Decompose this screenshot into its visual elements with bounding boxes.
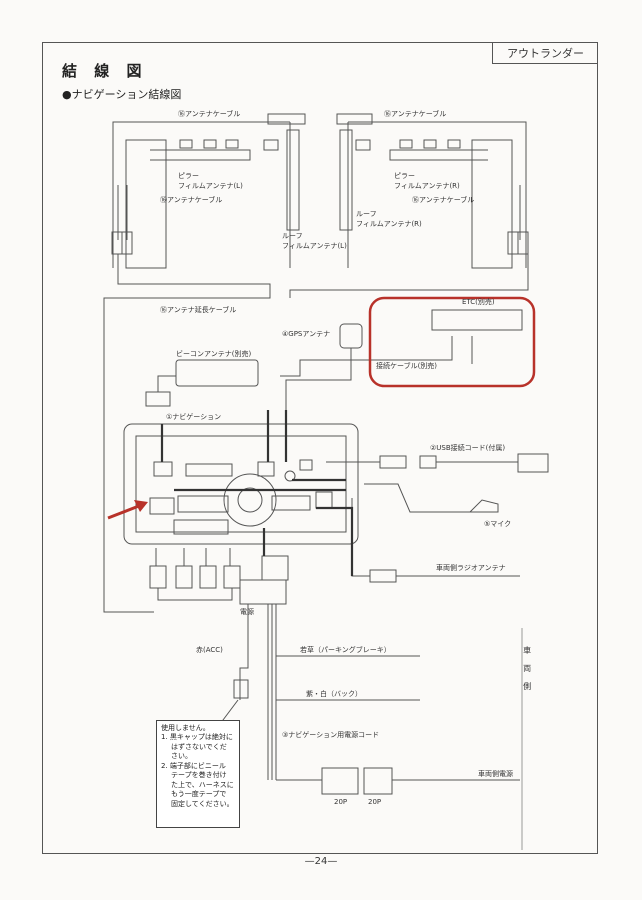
label-pillar-left-2: フィルムアンテナ(L) — [178, 182, 243, 190]
label-roof-right-1: ルーフ — [356, 210, 377, 218]
label-20p-b: 20P — [368, 798, 382, 806]
gps-antenna — [339, 323, 363, 349]
label-pillar-right-1: ピラー — [394, 172, 415, 180]
label-connection-cable: 接続ケーブル(別売) — [376, 362, 438, 370]
label-beacon-antenna: ビーコンアンテナ(別売) — [176, 350, 252, 358]
power-connector — [261, 555, 289, 581]
beacon-antenna — [175, 359, 259, 387]
label-roof-left-1: ルーフ — [282, 232, 303, 240]
etc-highlight-frame — [368, 296, 536, 388]
roof-antenna-left — [286, 129, 300, 231]
label-vehicle-side: 車両側 — [522, 646, 532, 700]
label-mic: ⑤マイク — [484, 520, 512, 528]
antenna-extension-cable — [103, 254, 271, 613]
etc-connection-cable — [280, 336, 453, 377]
label-vehicle-power: 車両側電源 — [478, 770, 513, 778]
mic-cable — [364, 483, 470, 513]
label-back: 紫・白（バック） — [306, 690, 362, 698]
label-antenna-cable-top-right: ⑯アンテナケーブル — [384, 110, 447, 118]
section-subtitle: ●ナビゲーション結線図 — [62, 88, 182, 101]
label-antenna-cable-mid-right: ⑯アンテナケーブル — [412, 196, 475, 204]
mic — [468, 499, 499, 513]
page-number: —24— — [304, 856, 338, 867]
page-title: 結 線 図 — [62, 62, 148, 80]
label-antenna-extension: ⑯アンテナ延長ケーブル — [160, 306, 237, 314]
label-navigation: ①ナビゲーション — [166, 413, 222, 421]
note-line: た上で、ハーネスに — [171, 780, 234, 789]
pillar-film-box-left — [125, 139, 167, 269]
note-line: 使用しません。 — [161, 724, 210, 732]
label-20p-a: 20P — [334, 798, 348, 806]
label-antenna-cable-mid-left: ⑯アンテナケーブル — [160, 196, 223, 204]
pillar-film-box-right — [471, 139, 513, 269]
label-roof-left-2: フィルムアンテナ(L) — [282, 242, 347, 250]
usage-note-box: 使用しません。 1. 黒キャップは絶対に はずさないでくだ さい。 2. 端子部… — [156, 720, 240, 828]
label-power-cord: ③ナビゲーション用電源コード — [282, 731, 380, 739]
navigation-unit — [123, 423, 359, 545]
page-frame — [42, 42, 598, 854]
label-usb-cord: ②USB接続コード(付属) — [430, 444, 506, 452]
label-antenna-cable-top-left: ⑯アンテナケーブル — [178, 110, 241, 118]
etc-unit — [431, 309, 523, 331]
label-roof-right-2: フィルムアンテナ(R) — [356, 220, 422, 228]
model-tab: アウトランダー — [492, 42, 598, 64]
note-line: 固定してください。 — [171, 799, 234, 808]
label-parking-brake: 若草（パーキングブレーキ） — [300, 646, 391, 654]
highlight-arrow-head — [134, 500, 148, 512]
label-pillar-right-2: フィルムアンテナ(R) — [394, 182, 460, 190]
roof-antenna-right — [339, 129, 353, 231]
connector-20p-b — [363, 767, 393, 795]
note-line: もう一度テープで — [171, 790, 227, 799]
note-line: 2. 端子部にビニール — [161, 761, 226, 770]
antenna-frame-right — [348, 121, 527, 268]
label-gps-antenna: ④GPSアンテナ — [282, 330, 331, 338]
antenna-frame-left — [112, 121, 290, 268]
note-line: はずさないでくだ — [171, 742, 227, 751]
label-vehicle-radio-antenna: 車両側ラジオアンテナ — [436, 564, 506, 572]
label-etc: ETC(別売) — [462, 298, 495, 306]
usb-connector-b — [517, 453, 549, 473]
note-line: さい。 — [171, 752, 192, 761]
usb-connector-a — [379, 455, 407, 469]
note-line: 1. 黒キャップは絶対に — [161, 733, 233, 742]
label-pillar-left-1: ピラー — [178, 172, 199, 180]
connector-20p-a — [321, 767, 359, 795]
label-power: 電源 — [240, 608, 254, 616]
note-line: テープを巻き付け — [171, 771, 227, 780]
label-red-acc: 赤(ACC) — [196, 646, 223, 654]
